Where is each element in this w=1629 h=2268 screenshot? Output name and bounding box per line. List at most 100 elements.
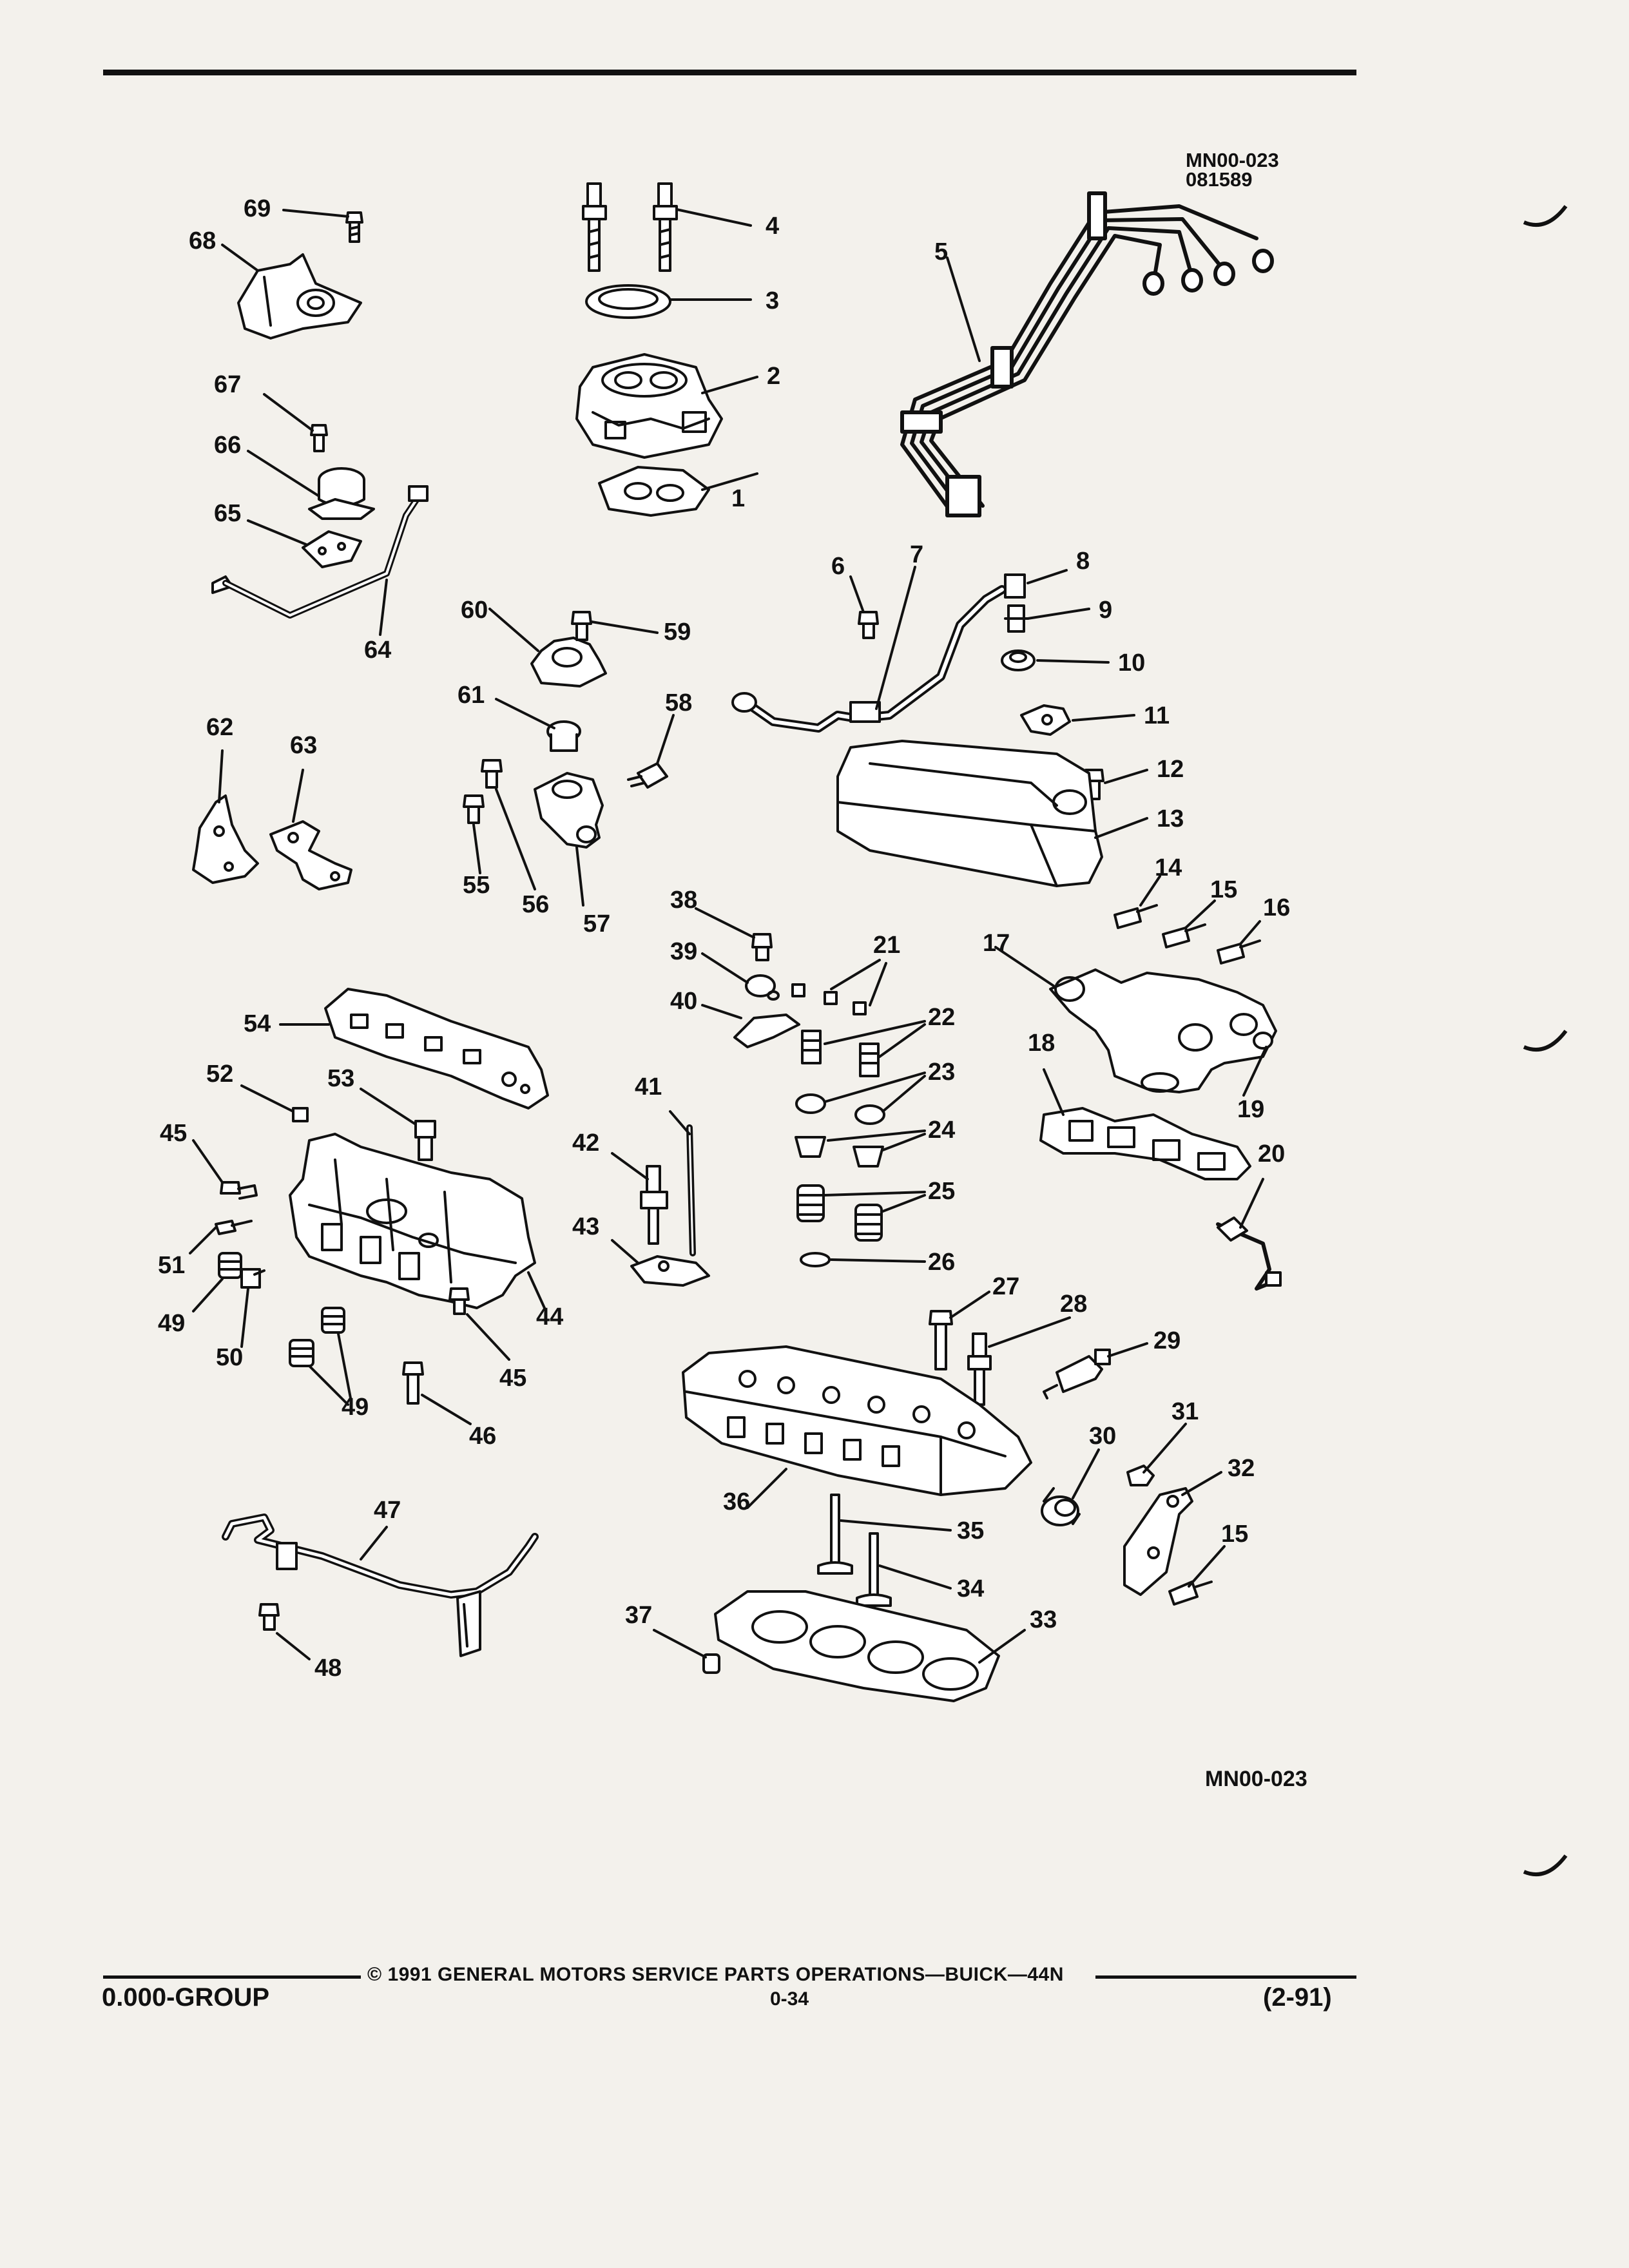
callout-14: 14 [1155,854,1182,881]
callout-6: 6 [831,553,845,580]
leader-9 [1027,608,1090,620]
leader-25 [824,1191,926,1213]
callout-24: 24 [928,1117,956,1144]
callout-49-left: 49 [158,1310,186,1337]
callout-4: 4 [766,213,780,240]
leader-68 [221,244,259,272]
leader-59 [590,620,659,634]
part-50-plug [240,1268,265,1289]
part-28-stud [967,1332,992,1406]
callout-30: 30 [1089,1423,1117,1450]
leader-65 [247,519,307,546]
part-57-water-outlet [534,772,604,849]
part-31-nut [1126,1465,1155,1486]
part-17-exhaust-manifold [1049,968,1277,1093]
part-48-bolt [258,1603,280,1631]
callout-46: 46 [469,1423,497,1450]
leader-1 [701,472,758,491]
leader-34 [878,1564,952,1590]
footer-page-number: 0-34 [770,1988,809,2010]
part-43-pushrod-guide [630,1255,710,1287]
leader-45-upper [192,1139,224,1184]
part-65-gasket [302,530,362,568]
part-52-fitting [292,1107,309,1122]
leader-48 [276,1632,311,1660]
part-49-plug-left [218,1252,242,1279]
leader-8 [1027,569,1068,584]
leader-50 [240,1287,249,1348]
callout-23: 23 [928,1059,956,1086]
part-62-bracket [192,794,259,884]
part-23-seals [795,1093,885,1125]
part-3-seal-ring [585,284,671,319]
callout-15-lower: 15 [1221,1521,1249,1548]
callout-57: 57 [583,910,611,937]
top-rule [103,70,1356,75]
leader-12 [1104,769,1148,784]
callout-48: 48 [314,1655,342,1682]
part-64-egr-tube [211,485,429,619]
figure-reference-top: MN00-023 081589 [1186,149,1279,191]
callout-34: 34 [957,1575,985,1602]
leader-15-lower [1188,1545,1226,1588]
leader-55 [472,823,481,874]
leader-69 [282,209,349,218]
callout-37: 37 [625,1602,653,1629]
ref-date-top: 081589 [1186,168,1253,191]
leader-52 [240,1084,294,1113]
leader-41 [669,1110,691,1135]
leader-15-upper [1184,899,1216,929]
callout-53: 53 [327,1065,355,1092]
leader-47 [360,1526,388,1561]
callout-10: 10 [1118,649,1146,677]
leader-16 [1239,920,1261,945]
part-4-studs [582,182,678,272]
callout-15-upper: 15 [1210,876,1238,903]
leader-61 [495,698,555,729]
part-53-fitting [414,1120,436,1161]
ref-code-top: MN00-023 [1186,149,1279,171]
leader-22 [824,1020,926,1058]
part-45-bolt-upper [220,1181,258,1200]
leader-56 [495,788,536,890]
footer-rule-left [103,1975,361,1979]
leader-5 [946,256,981,362]
part-29-temp-sensor [1043,1349,1111,1399]
leader-26 [830,1258,926,1263]
callout-47: 47 [374,1497,401,1524]
callout-13: 13 [1157,805,1184,832]
part-67-bolt [310,424,328,452]
callout-58: 58 [665,689,693,716]
callout-12: 12 [1157,756,1184,783]
callout-1: 1 [731,485,746,512]
footer-rule-right [1095,1975,1356,1979]
callout-43: 43 [572,1213,600,1240]
part-51-bolt [215,1220,253,1235]
footer-date-code: (2-91) [1263,1983,1332,2012]
part-15-bolt-lower [1168,1581,1213,1606]
part-10-grommet [1001,649,1036,671]
callout-33: 33 [1030,1606,1057,1633]
part-22-valve-seals [801,1030,880,1077]
part-68-mount-bracket [237,253,362,340]
part-59-bolt [571,611,592,641]
callout-54: 54 [244,1010,271,1037]
part-5-spark-plug-wires [900,191,1274,517]
part-47-pipe [222,1514,539,1657]
callout-64: 64 [364,637,392,664]
binding-mark-3 [1523,1854,1568,1877]
leader-67 [263,393,314,432]
callout-11: 11 [1144,702,1170,729]
leader-57 [575,846,584,907]
part-25-springs [796,1184,883,1242]
callout-9: 9 [1099,597,1113,624]
part-61-thermostat [546,720,581,752]
part-66-egr-valve [308,467,375,520]
leader-39 [701,952,749,984]
part-36-cylinder-head [682,1345,1032,1496]
callout-39: 39 [670,938,698,965]
part-41-pushrod [686,1124,696,1256]
part-44-intake-manifold [289,1133,536,1309]
